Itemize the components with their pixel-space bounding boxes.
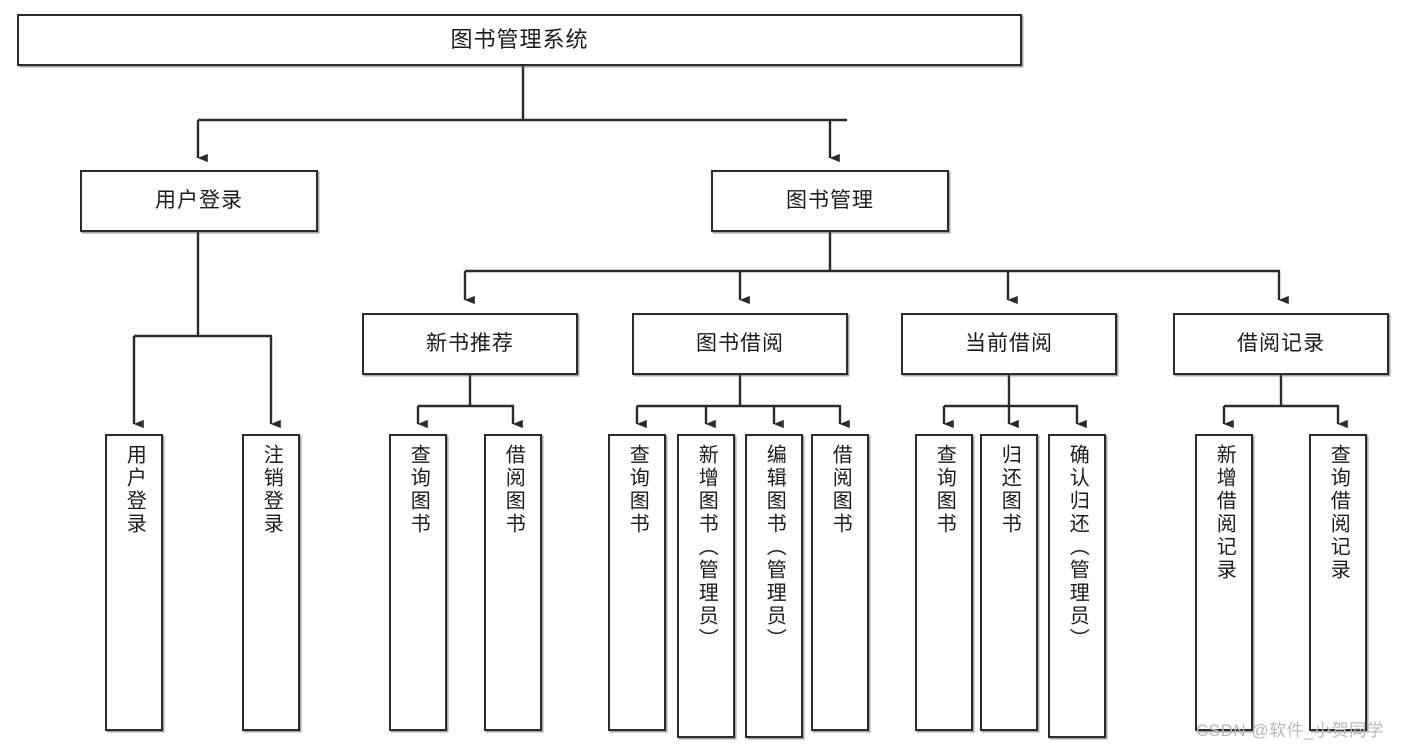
leaf-confirm-return[interactable]: 确认归还（管理员） — [1048, 434, 1106, 738]
node-book-manage-label: 图书管理 — [786, 188, 874, 212]
leaf-confirm-return-label: 确认归还（管理员） — [1066, 444, 1089, 651]
leaf-query-record-label: 查询借阅记录 — [1327, 444, 1350, 582]
leaf-query-record[interactable]: 查询借阅记录 — [1309, 434, 1367, 731]
leaf-query-book-1[interactable]: 查询图书 — [389, 434, 447, 731]
node-user-login[interactable]: 用户登录 — [80, 170, 318, 232]
node-current-borrow-label: 当前借阅 — [965, 331, 1053, 355]
leaf-add-record[interactable]: 新增借阅记录 — [1195, 434, 1253, 731]
node-borrow-record-label: 借阅记录 — [1237, 331, 1325, 355]
leaf-query-book-3[interactable]: 查询图书 — [915, 434, 973, 731]
node-book-borrow[interactable]: 图书借阅 — [632, 313, 848, 375]
leaf-query-book-3-label: 查询图书 — [933, 444, 956, 536]
leaf-add-record-label: 新增借阅记录 — [1213, 444, 1236, 582]
leaf-user-logout-label: 注销登录 — [260, 444, 283, 536]
node-borrow-record[interactable]: 借阅记录 — [1173, 313, 1389, 375]
leaf-user-login-label: 用户登录 — [123, 444, 146, 536]
node-root[interactable]: 图书管理系统 — [17, 14, 1022, 66]
leaf-add-book[interactable]: 新增图书（管理员） — [677, 434, 735, 738]
csdn-watermark: CSDN @软件_小贺同学 — [1196, 721, 1385, 740]
leaf-query-book-2[interactable]: 查询图书 — [608, 434, 666, 731]
leaf-edit-book[interactable]: 编辑图书（管理员） — [745, 434, 803, 738]
leaf-user-login[interactable]: 用户登录 — [105, 434, 163, 731]
leaf-user-logout[interactable]: 注销登录 — [242, 434, 300, 731]
leaf-borrow-book-2-label: 借阅图书 — [829, 444, 852, 536]
leaf-borrow-book-1[interactable]: 借阅图书 — [484, 434, 542, 731]
node-book-borrow-label: 图书借阅 — [696, 331, 784, 355]
leaf-return-book-label: 归还图书 — [998, 444, 1021, 536]
node-current-borrow[interactable]: 当前借阅 — [901, 313, 1117, 375]
leaf-borrow-book-2[interactable]: 借阅图书 — [811, 434, 869, 731]
node-user-login-label: 用户登录 — [155, 188, 243, 212]
leaf-add-book-label: 新增图书（管理员） — [695, 444, 718, 651]
leaf-query-book-1-label: 查询图书 — [407, 444, 430, 536]
leaf-borrow-book-1-label: 借阅图书 — [502, 444, 525, 536]
leaf-return-book[interactable]: 归还图书 — [980, 434, 1038, 731]
node-root-label: 图书管理系统 — [450, 27, 589, 53]
node-new-book-recommend[interactable]: 新书推荐 — [362, 313, 578, 375]
node-book-manage[interactable]: 图书管理 — [711, 170, 949, 232]
leaf-query-book-2-label: 查询图书 — [626, 444, 649, 536]
node-new-book-recommend-label: 新书推荐 — [426, 331, 514, 355]
leaf-edit-book-label: 编辑图书（管理员） — [763, 444, 786, 651]
